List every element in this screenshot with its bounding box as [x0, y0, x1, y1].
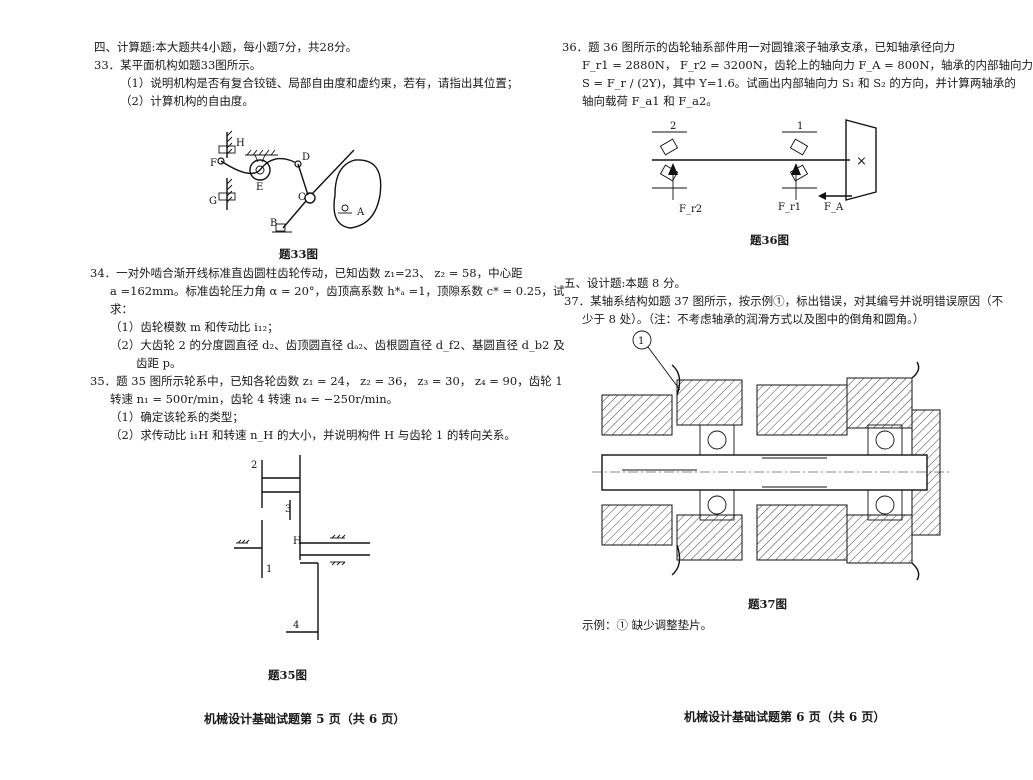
q37-line1: 37．某轴系结构如题 37 图所示，按示例①，标出错误，对其编号并说明错误原因（…	[564, 294, 1004, 308]
label-F: F	[210, 158, 217, 169]
label-A: A	[356, 207, 365, 218]
q35-gear-train-diagram: 2 3 H 1 4	[234, 455, 370, 640]
label-E: E	[256, 182, 263, 193]
label-FA: F_A	[824, 202, 844, 213]
q35-line2: 转速 n₁ = 500r/min，齿轮 4 转速 n₄ = −250r/min。	[110, 392, 399, 406]
q37-example: 示例：① 缺少调整垫片。	[582, 618, 713, 632]
q37-line2: 少于 8 处）。（注：不考虑轴承的润滑方式以及图中的倒角和圆角。）	[582, 312, 925, 326]
q36-bearing-diagram: × 2 1 F_r2 F_r1 F_A	[652, 119, 877, 215]
right-page: 36．题 36 图所示的齿轮轴系部件用一对圆锥滚子轴承支承，已知轴承径向力 F_…	[512, 0, 1033, 780]
q33-part1: （1）说明机构是否有复合铰链、局部自由度和虚约束，若有，请指出其位置；	[120, 76, 519, 90]
q36-line3: S = F_r / (2Y)，其中 Y=1.6。试画出内部轴向力 S₁ 和 S₂…	[582, 76, 1016, 90]
q36-line4: 轴向载荷 F_a1 和 F_a2。	[582, 94, 718, 108]
label-H: H	[236, 138, 245, 149]
q36-line2: F_r1 = 2880N， F_r2 = 3200N，齿轮上的轴向力 F_A =…	[582, 58, 1033, 72]
label-arm-H: H	[293, 536, 302, 547]
label-gear-2: 2	[251, 460, 257, 471]
q33-stem: 33．某平面机构如题33图所示。	[94, 58, 262, 72]
q37-caption: 题37图	[748, 597, 788, 611]
q35-part1: （1）确定该轮系的类型；	[110, 410, 244, 424]
q34-part2b: 齿距 p。	[136, 356, 182, 370]
marker-1-label: 1	[638, 336, 644, 347]
label-bearing-1: 1	[797, 121, 803, 132]
label-Fr1: F_r1	[778, 202, 801, 213]
q34-line3: 求：	[110, 302, 133, 316]
q33-part2: （2）计算机构的自由度。	[120, 94, 254, 108]
label-gear-4: 4	[293, 620, 299, 631]
gear-x-mark: ×	[856, 154, 867, 169]
section4-heading: 四、计算题:本大题共4小题，每小题7分，共28分。	[94, 40, 358, 54]
q35-part2: （2）求传动比 i₁H 和转速 n_H 的大小，并说明构件 H 与齿轮 1 的转…	[110, 428, 516, 442]
q36-caption: 题36图	[750, 233, 790, 247]
q34-part1: （1）齿轮模数 m 和传动比 i₁₂；	[110, 320, 279, 334]
label-B: B	[270, 218, 277, 229]
q34-line2: a =162mm。标准齿轮压力角 α = 20°，齿顶高系数 h*ₐ =1，顶隙…	[110, 284, 565, 298]
q34-part2: （2）大齿轮 2 的分度圆直径 d₂、齿顶圆直径 dₐ₂、齿根圆直径 d_f2、…	[110, 338, 565, 352]
q36-line1: 36．题 36 图所示的齿轮轴系部件用一对圆锥滚子轴承支承，已知轴承径向力	[562, 40, 956, 54]
label-Fr2: F_r2	[679, 204, 702, 215]
q35-line1: 35．题 35 图所示轮系中，已知各轮齿数 z₁ = 24， z₂ = 36， …	[90, 374, 563, 388]
q33-caption: 题33图	[279, 247, 319, 261]
label-gear-1: 1	[266, 564, 272, 575]
label-gear-3: 3	[285, 504, 291, 515]
label-C: C	[298, 192, 306, 203]
q34-line1: 34．一对外啮合渐开线标准直齿圆柱齿轮传动，已知齿数 z₁=23、 z₂ = 5…	[90, 266, 523, 280]
left-page: 四、计算题:本大题共4小题，每小题7分，共28分。 33．某平面机构如题33图所…	[0, 0, 565, 780]
label-G: G	[209, 196, 217, 207]
label-D: D	[302, 152, 310, 163]
q33-mechanism-diagram: H F E D C G B A	[209, 130, 382, 233]
label-bearing-2: 2	[670, 121, 676, 132]
right-page-footer: 机械设计基础试题第 6 页（共 6 页）	[684, 710, 886, 724]
left-page-footer: 机械设计基础试题第 5 页（共 6 页）	[204, 712, 406, 726]
section5-heading: 五、设计题:本题 8 分。	[564, 276, 687, 290]
q37-shaft-structure-diagram: 1	[592, 330, 952, 581]
q35-caption: 题35图	[268, 668, 308, 682]
